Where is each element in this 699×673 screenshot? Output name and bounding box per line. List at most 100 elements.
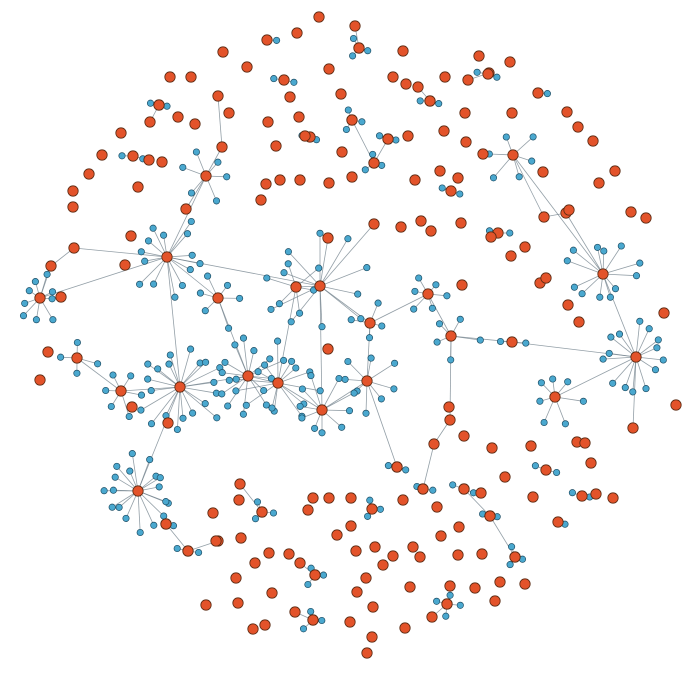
blue-circle-node [345, 407, 354, 415]
orange-circle-node [459, 107, 471, 119]
blue-circle-node [239, 334, 248, 342]
graph-edge [277, 382, 303, 417]
blue-circle-node [163, 102, 171, 110]
orange-circle-node [283, 548, 295, 560]
orange-circle-node [349, 20, 361, 32]
graph-edge [76, 357, 122, 392]
orange-circle-node [587, 135, 599, 147]
blue-circle-node [659, 356, 667, 364]
blue-circle-node [225, 376, 233, 384]
blue-circle-node [443, 292, 451, 300]
blue-circle-node [266, 355, 274, 363]
blue-circle-node [273, 36, 281, 44]
orange-circle-node [360, 572, 372, 584]
orange-circle-node [261, 34, 273, 46]
orange-circle-node [316, 404, 328, 416]
orange-circle-node [469, 582, 481, 594]
blue-circle-node [563, 257, 571, 265]
blue-circle-node [179, 414, 187, 422]
orange-circle-node [473, 50, 485, 62]
graph-edge [277, 371, 310, 384]
orange-circle-node [336, 146, 348, 158]
blue-circle-node [528, 157, 536, 165]
orange-circle-node [462, 74, 474, 86]
blue-circle-node [128, 450, 136, 458]
blue-circle-node [435, 100, 443, 108]
orange-circle-node [627, 422, 639, 434]
orange-circle-node [549, 391, 561, 403]
graph-edge [366, 380, 398, 468]
blue-circle-node [318, 616, 326, 625]
orange-circle-node [212, 90, 224, 102]
blue-circle-node [377, 395, 385, 403]
blue-circle-node [274, 337, 282, 345]
blue-circle-node [288, 357, 296, 365]
orange-circle-node [216, 141, 228, 153]
orange-circle-node [189, 118, 201, 130]
blue-circle-node [307, 372, 315, 380]
orange-circle-node [593, 177, 605, 189]
blue-circle-node [165, 360, 173, 368]
blue-circle-node [307, 607, 315, 616]
blue-circle-node [270, 75, 278, 83]
blue-circle-node [349, 34, 358, 43]
graph-edge [511, 341, 637, 358]
blue-circle-node [57, 353, 65, 361]
orange-circle-node [174, 381, 186, 393]
graph-edge [283, 272, 321, 287]
orange-circle-node [200, 170, 212, 182]
blue-circle-node [493, 73, 501, 81]
blue-circle-node [390, 385, 398, 393]
graph-edge [463, 488, 491, 517]
blue-circle-node [109, 371, 117, 379]
orange-circle-node [563, 204, 575, 216]
orange-circle-node [527, 491, 539, 503]
orange-circle-node [445, 185, 457, 197]
orange-circle-node [344, 616, 356, 628]
blue-circle-node [599, 355, 607, 363]
blue-circle-node [357, 315, 365, 323]
orange-circle-node [262, 116, 274, 128]
orange-circle-node [323, 63, 335, 75]
blue-circle-node [476, 336, 484, 344]
blue-circle-node [32, 316, 40, 324]
orange-circle-node [507, 149, 519, 161]
blue-circle-node [473, 68, 481, 76]
blue-circle-node [354, 290, 362, 298]
blue-circle-node [49, 316, 57, 324]
blue-circle-node [173, 544, 181, 553]
blue-circle-node [344, 106, 352, 114]
blue-circle-node [358, 118, 366, 126]
blue-circle-node [19, 312, 28, 320]
blue-circle-node [364, 512, 372, 520]
blue-circle-node [147, 420, 156, 428]
blue-circle-node [350, 389, 358, 397]
blue-circle-node [617, 242, 625, 250]
blue-circle-node [536, 397, 544, 405]
orange-circle-node [540, 464, 552, 476]
graph-edge [369, 293, 429, 324]
orange-circle-node [425, 225, 437, 237]
graph-edge [427, 293, 452, 337]
blue-circle-node [553, 468, 561, 477]
blue-circle-node [146, 99, 155, 107]
orange-circle-node [313, 11, 325, 23]
graph-edge [567, 260, 604, 275]
orange-circle-node [494, 576, 506, 588]
orange-circle-node [590, 488, 602, 500]
blue-circle-node [254, 368, 262, 376]
blue-circle-node [529, 133, 537, 141]
blue-circle-node [347, 316, 355, 324]
orange-circle-node [368, 157, 380, 169]
orange-circle-node [270, 140, 282, 152]
orange-circle-node [438, 125, 450, 137]
blue-circle-node [338, 423, 346, 431]
blue-circle-node [155, 483, 163, 491]
blue-circle-node [48, 295, 56, 303]
blue-circle-node [531, 462, 539, 470]
orange-circle-node [367, 601, 379, 613]
blue-circle-node [391, 359, 399, 367]
graph-edge [139, 256, 168, 285]
orange-circle-node [132, 485, 144, 497]
graph-edge [602, 262, 640, 275]
